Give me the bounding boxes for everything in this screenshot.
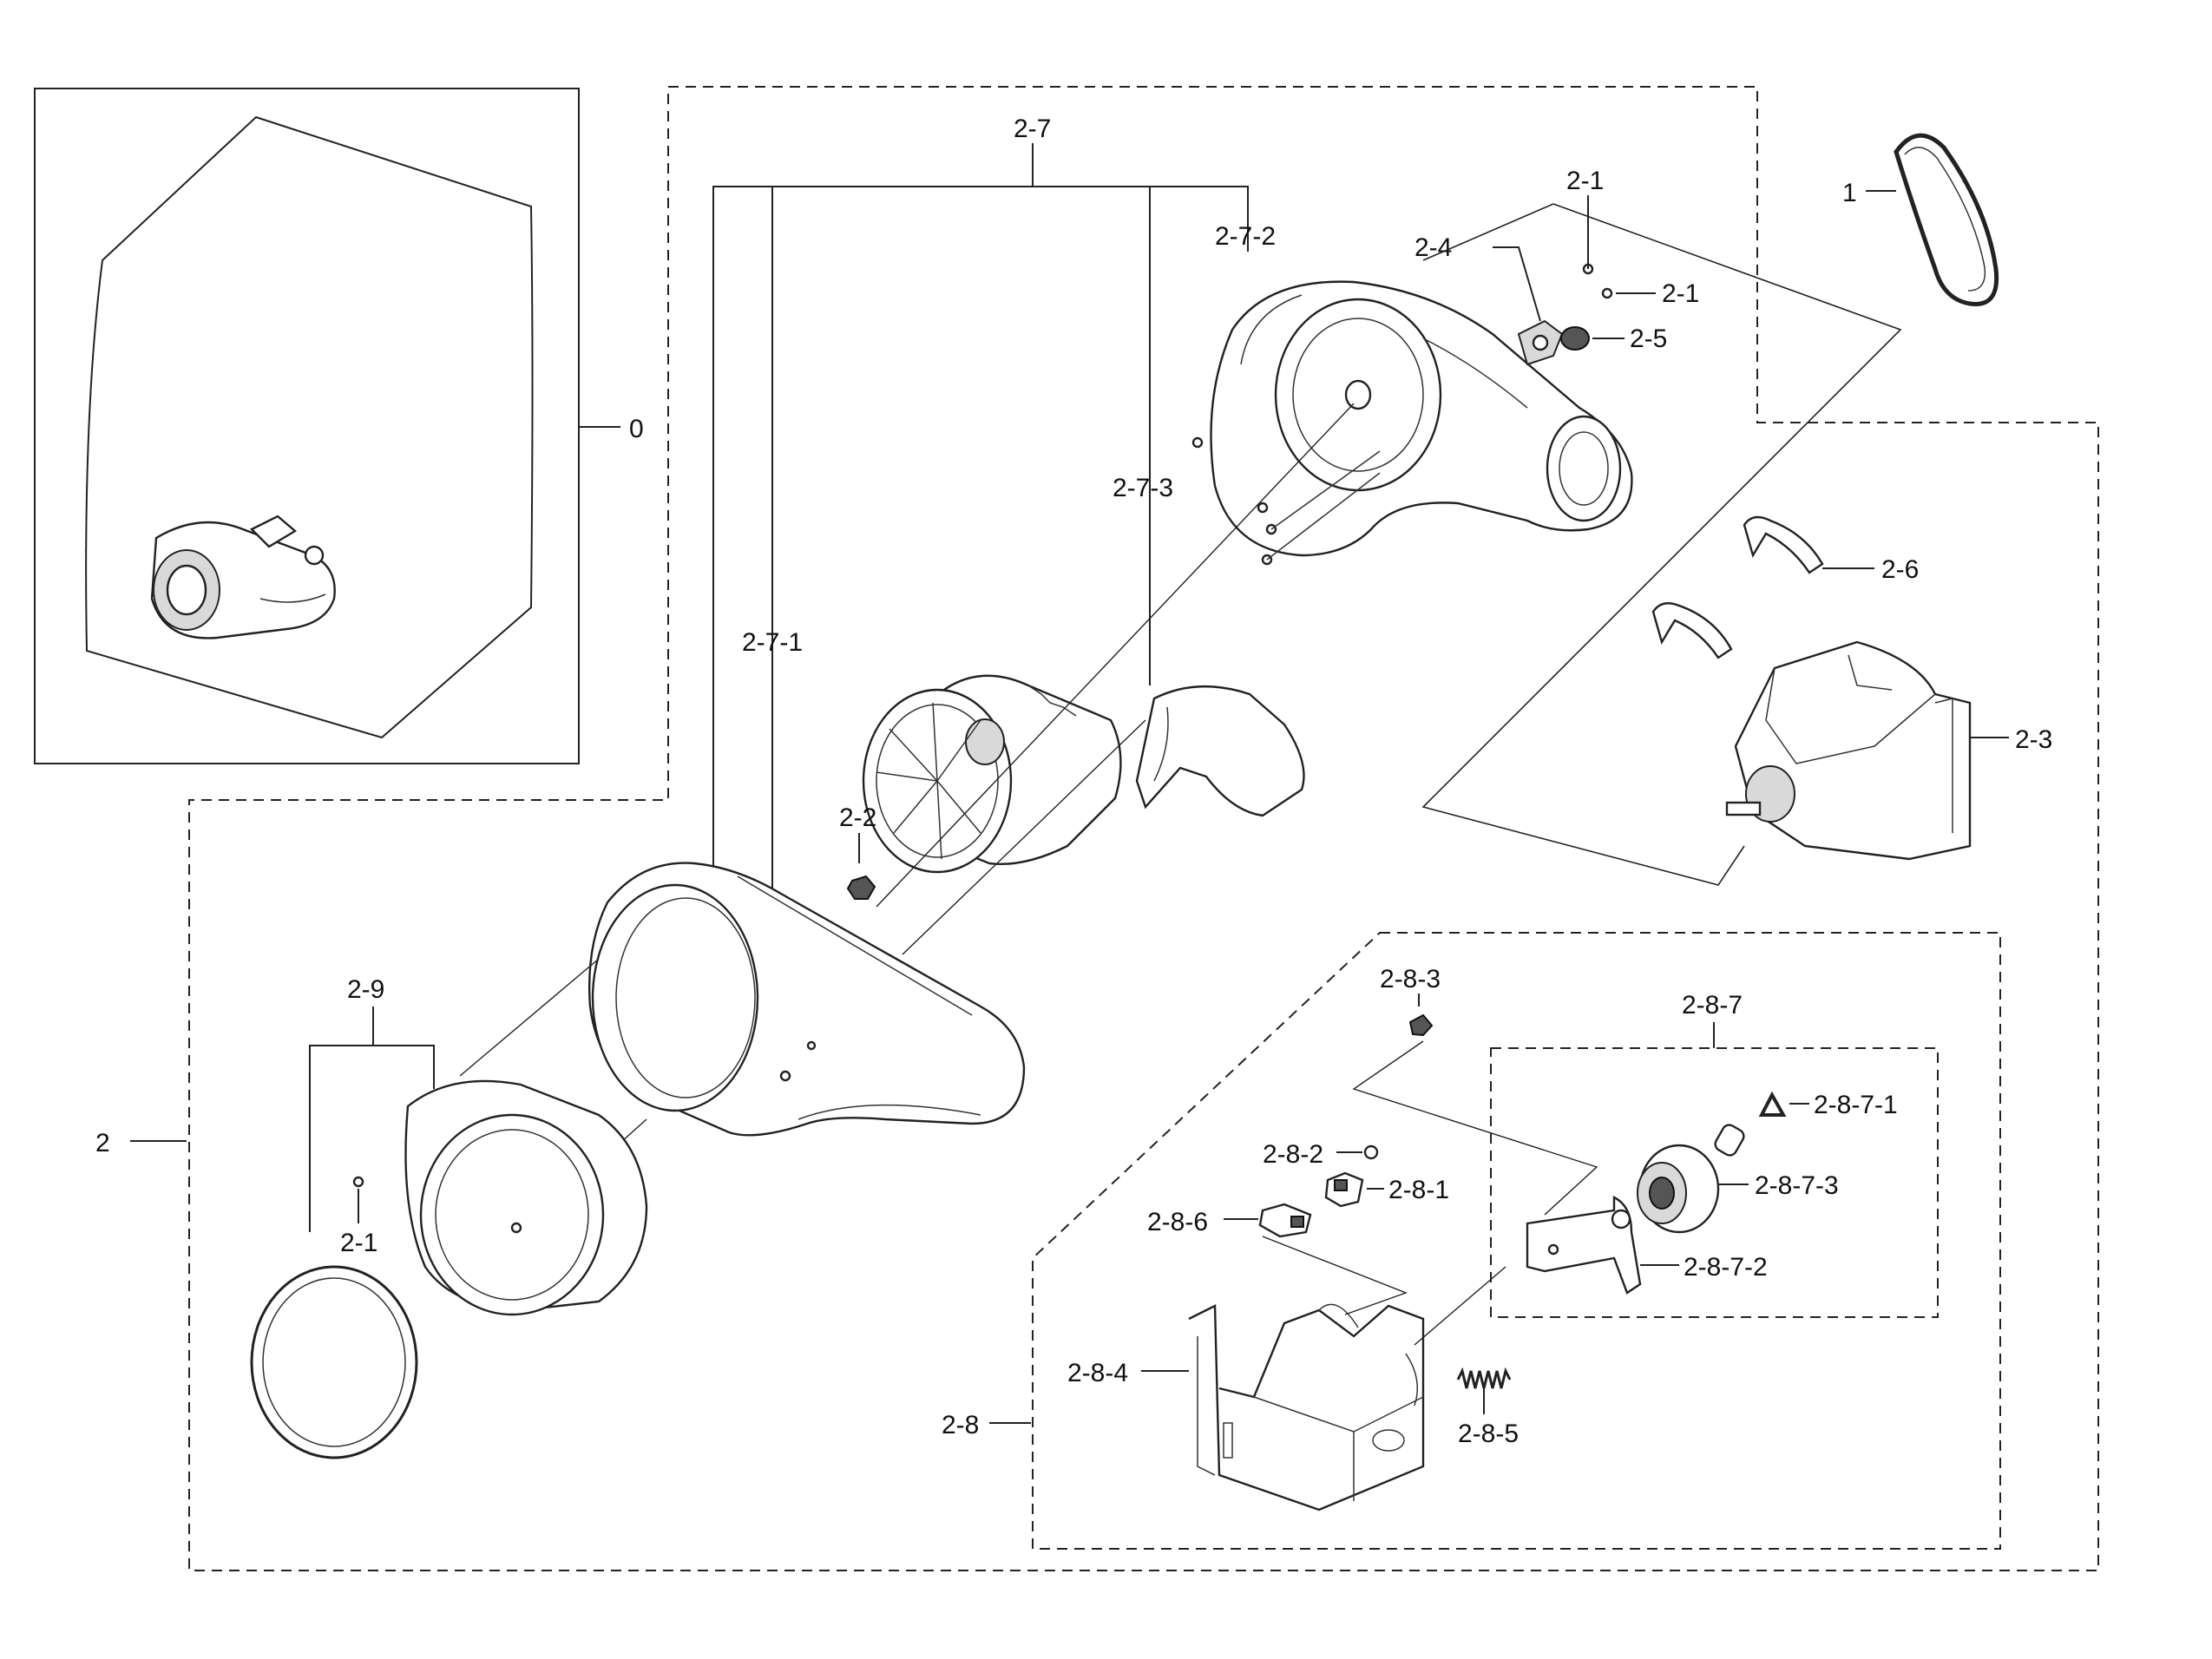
switch-part	[1324, 1171, 1364, 1208]
label-2-1-left: 2-1	[340, 1229, 377, 1257]
label-2-3: 2-3	[2015, 725, 2052, 754]
label-2-1-right: 2-1	[1662, 279, 1699, 308]
screw-2-8-2	[1363, 1144, 1379, 1160]
duct-part	[1135, 685, 1305, 817]
label-2-8: 2-8	[942, 1411, 979, 1439]
blower-nut-part	[846, 875, 876, 900]
label-2-8-1: 2-8-1	[1388, 1176, 1449, 1204]
label-2-7: 2-7	[1014, 115, 1051, 143]
screw-2-1-left	[352, 1176, 364, 1188]
spring-part	[1456, 1367, 1512, 1389]
leaders-2-1-2-4-2-5	[1493, 195, 1656, 339]
leader-2-9	[309, 1007, 435, 1232]
front-housing-part	[587, 862, 1026, 1137]
label-2-8-6: 2-8-6	[1147, 1208, 1208, 1236]
label-2-8-7-3: 2-8-7-3	[1755, 1171, 1839, 1200]
assembly-2-boundary	[188, 86, 2099, 1571]
front-ring-part	[404, 1079, 648, 1316]
label-2-8-3: 2-8-3	[1380, 965, 1441, 993]
belt-part	[1894, 133, 1999, 306]
rear-housing-part	[1210, 280, 1633, 557]
sensor-part	[1258, 1203, 1312, 1238]
label-2-8-5: 2-8-5	[1458, 1420, 1519, 1448]
label-2-4: 2-4	[1414, 233, 1452, 262]
label-2-7-3: 2-7-3	[1113, 474, 1173, 502]
label-2-5: 2-5	[1630, 325, 1667, 353]
label-2-8-4: 2-8-4	[1067, 1359, 1128, 1387]
label-1: 1	[1842, 179, 1857, 207]
label-2-7-2: 2-7-2	[1215, 222, 1276, 251]
idler-bolt-part	[1408, 1013, 1434, 1037]
label-2-6: 2-6	[1881, 555, 1919, 584]
idler-pulley-part	[1637, 1144, 1720, 1234]
drive-motor-part	[1725, 640, 1972, 861]
label-0: 0	[629, 415, 644, 443]
idler-cap-part	[1714, 1091, 1787, 1157]
label-2-8-2: 2-8-2	[1263, 1140, 1323, 1169]
assembly-0-blower-icon	[150, 515, 336, 639]
motor-clamp-part	[1651, 515, 1824, 659]
label-2-1-top: 2-1	[1566, 167, 1604, 195]
assembly-2-8-boundary	[1032, 932, 2001, 1550]
thermostat-part	[1517, 319, 1564, 366]
screw-2-1-mid	[1601, 287, 1613, 299]
fuse-part	[1560, 326, 1590, 351]
blower-wheel-part	[862, 674, 1122, 874]
label-2: 2	[95, 1129, 110, 1157]
idler-arm-part	[1526, 1196, 1642, 1295]
assembly-0-inset	[34, 88, 620, 764]
motor-group-outline	[1421, 203, 1902, 886]
label-2-9: 2-9	[347, 975, 384, 1004]
idler-bracket-part	[1188, 1303, 1425, 1511]
label-2-8-7-2: 2-8-7-2	[1684, 1253, 1768, 1282]
label-2-7-1: 2-7-1	[742, 628, 803, 657]
label-2-8-7: 2-8-7	[1682, 991, 1743, 1020]
rear-housing-screws	[1191, 436, 1381, 566]
leader-2-7	[712, 143, 1249, 1119]
label-2-8-7-1: 2-8-7-1	[1814, 1091, 1898, 1119]
seal-ring-part	[250, 1265, 418, 1459]
assembly-2-8-7-boundary	[1490, 1047, 1939, 1318]
label-2-2: 2-2	[839, 803, 876, 832]
